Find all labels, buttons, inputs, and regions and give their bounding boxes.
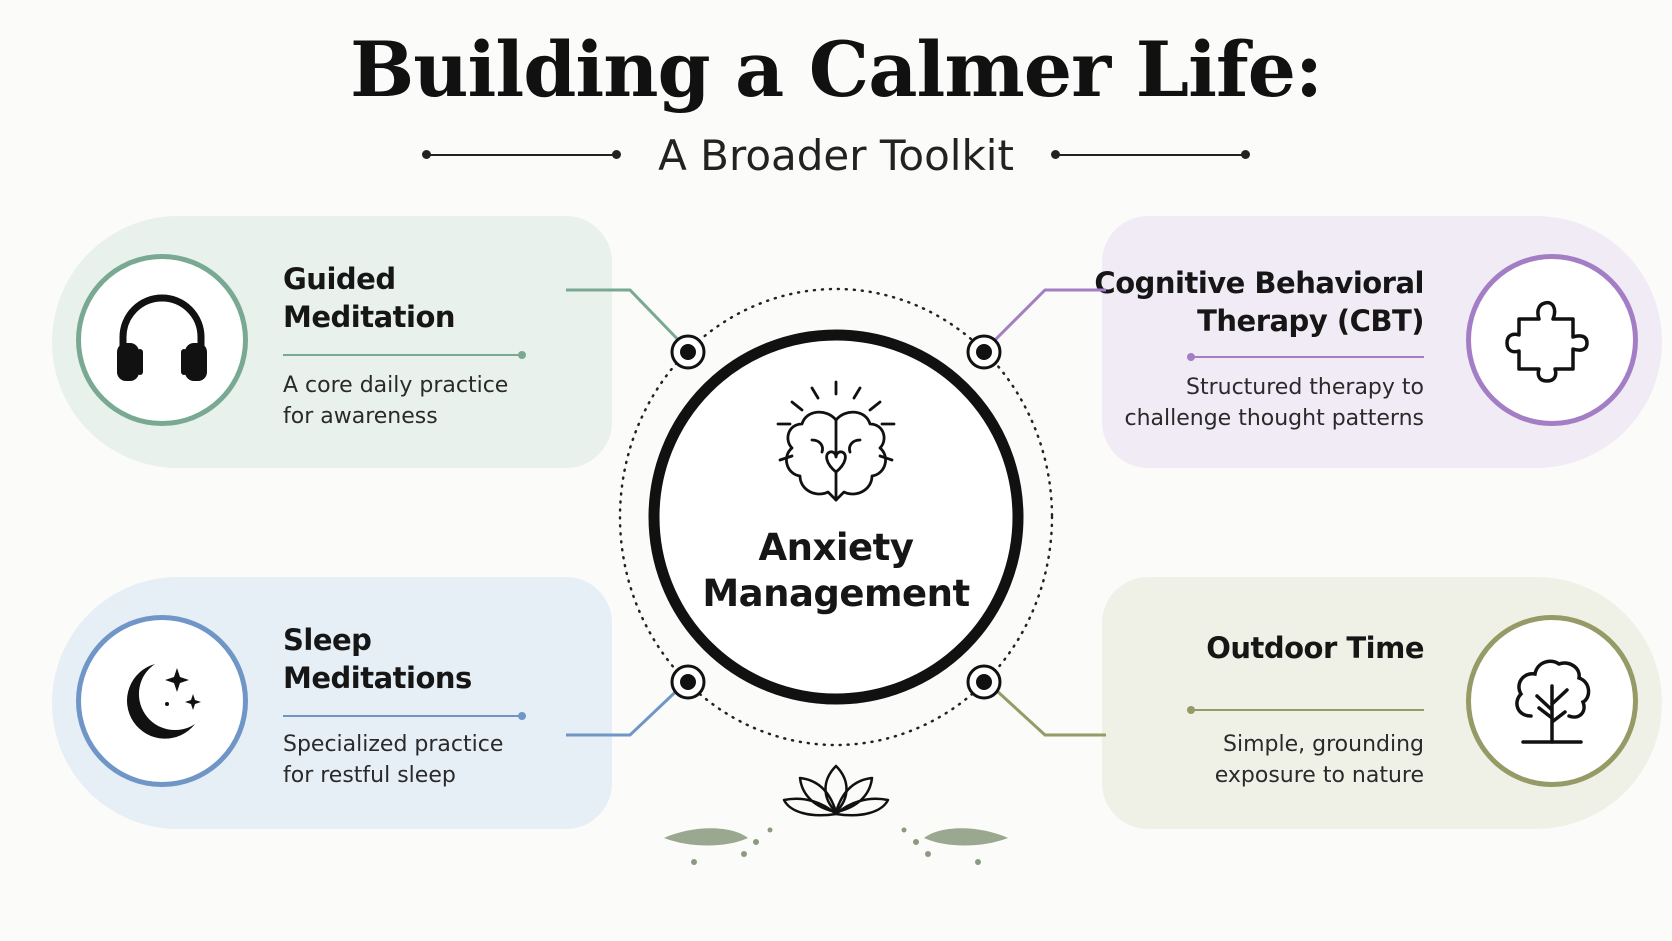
card-title: Sleep Meditations: [283, 621, 472, 697]
card-description-line: for restful sleep: [283, 763, 456, 788]
hub-dotted-ring: [618, 287, 1054, 747]
headphones-icon: [117, 294, 207, 381]
outdoor-time-icon-ring: [1466, 615, 1638, 787]
card-title: Cognitive Behavioral Therapy (CBT): [1094, 264, 1424, 340]
center-label-line: Management: [702, 572, 970, 615]
moon-stars-icon: [127, 664, 201, 739]
lotus-icon: [782, 764, 890, 817]
card-description-line: exposure to nature: [1214, 763, 1424, 788]
card-description-line: Specialized practice: [283, 732, 504, 757]
subtitle-row: A Broader Toolkit: [0, 128, 1672, 184]
hub-node-bottom-right: [966, 664, 1002, 700]
hub-ring: [648, 329, 1024, 705]
card-description: Specialized practice for restful sleep: [283, 729, 503, 791]
cbt-icon-ring: [1466, 254, 1638, 426]
leaf-branch-right: [901, 827, 1008, 865]
card-title-line: Meditation: [283, 300, 456, 334]
puzzle-piece-icon: [1505, 300, 1589, 383]
card-description-line: for awareness: [283, 404, 438, 429]
card-guided-meditation: Guided Meditation A core daily practice …: [52, 216, 612, 468]
tree-icon: [1515, 659, 1591, 744]
page-title: Building a Calmer Life:: [349, 25, 1323, 114]
card-description: Simple, grounding exposure to nature: [1215, 729, 1424, 791]
card-title: Outdoor Time: [1206, 629, 1424, 667]
card-description: Structured therapy to challenge thought …: [1124, 372, 1424, 434]
sleep-meditations-icon-ring: [76, 615, 248, 787]
hub-node-top-right: [966, 334, 1002, 370]
connector-outdoor-time: [983, 678, 1106, 737]
connector-cbt: [983, 288, 1106, 352]
card-divider: [1187, 706, 1424, 714]
card-description-line: Simple, grounding: [1223, 732, 1424, 757]
hub-node-bottom-left: [670, 664, 706, 700]
center-label: Anxiety Management: [640, 525, 1032, 617]
guided-meditation-icon-ring: [76, 254, 248, 426]
card-title-line: Sleep: [283, 623, 372, 657]
hub-node-top-left: [670, 334, 706, 370]
card-description-line: Structured therapy to: [1186, 375, 1424, 400]
subtitle-rule-left: [426, 154, 616, 156]
subtitle-rule-right: [1055, 154, 1245, 156]
card-divider: [283, 712, 526, 720]
card-divider: [1187, 353, 1424, 361]
connector-guided-meditation: [566, 288, 690, 352]
card-title: Guided Meditation: [283, 260, 456, 336]
card-description: A core daily practice for awareness: [283, 370, 508, 432]
connector-sleep-meditations: [566, 678, 690, 737]
card-title-line: Cognitive Behavioral: [1094, 266, 1424, 300]
subtitle-rule-right-end-dot: [1241, 150, 1250, 159]
card-divider: [283, 351, 526, 359]
card-title-line: Outdoor Time: [1206, 631, 1424, 665]
card-cbt: Cognitive Behavioral Therapy (CBT) Struc…: [1094, 216, 1662, 468]
card-outdoor-time: Outdoor Time Simple, grounding exposure …: [1102, 577, 1662, 829]
card-description-line: A core daily practice: [283, 373, 509, 398]
brain-heart-icon: [776, 380, 896, 502]
card-title-line: Guided: [283, 262, 396, 296]
subtitle-rule-left-inner-dot: [612, 150, 621, 159]
card-description-line: challenge thought patterns: [1124, 406, 1424, 431]
center-label-line: Anxiety: [758, 526, 914, 569]
card-title-line: Therapy (CBT): [1197, 304, 1424, 338]
leaf-branch-left: [664, 827, 773, 865]
page-subtitle: A Broader Toolkit: [658, 131, 1014, 180]
card-title-line: Meditations: [283, 661, 472, 695]
card-sleep-meditations: Sleep Meditations Specialized practice f…: [52, 577, 612, 829]
